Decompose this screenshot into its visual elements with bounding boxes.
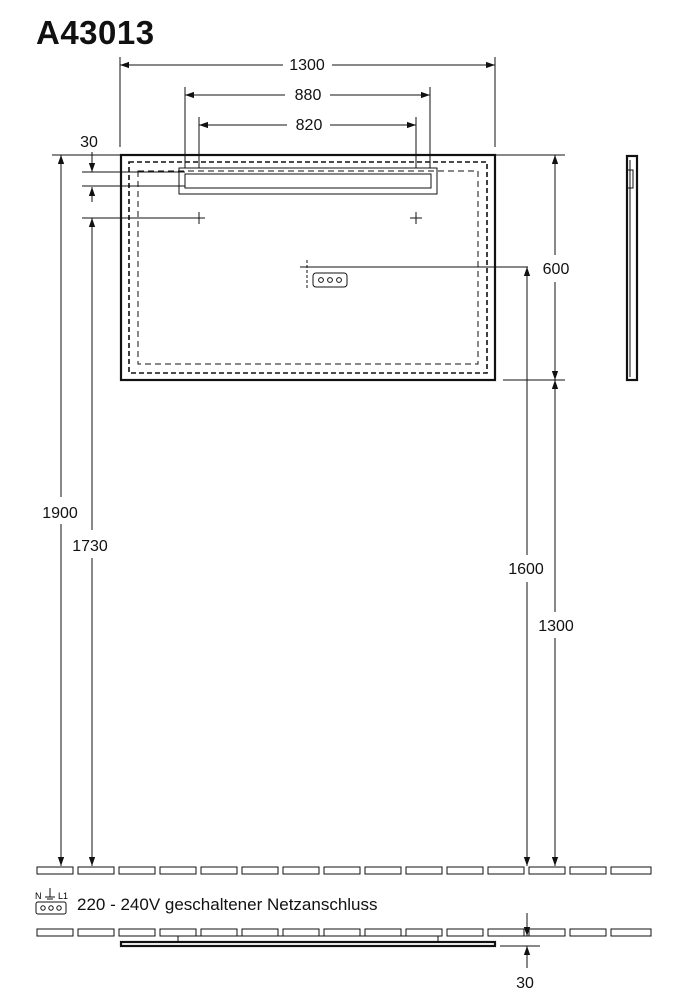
dim-label-rail-width: 880 — [295, 87, 322, 104]
dim-label-mirror-bottom-height: 1300 — [538, 618, 574, 635]
dim-label-top-offset: 30 — [80, 134, 98, 151]
dimension-820: 820 — [198, 117, 417, 168]
symbol-label-n: N — [35, 891, 42, 901]
dimension-1730: 1730 — [72, 217, 193, 866]
fixing-point-right — [410, 212, 422, 224]
floor-line — [36, 866, 652, 875]
product-code-title: A43013 — [36, 14, 155, 51]
wall-line-top-view — [36, 928, 652, 937]
dim-label-fixing-height: 1600 — [508, 561, 544, 578]
dimension-880: 880 — [184, 87, 431, 168]
symbol-label-l1: L1 — [58, 891, 68, 901]
electrical-symbol-icon: N L1 — [35, 888, 68, 915]
mirror-side-view — [625, 154, 639, 382]
dim-label-total-height: 1900 — [42, 505, 78, 522]
dimension-1600: 1600 — [508, 267, 544, 866]
dimension-1900: 1900 — [42, 154, 120, 866]
connection-note: 220 - 240V geschaltener Netzanschluss — [77, 895, 378, 914]
dim-label-depth: 30 — [516, 975, 534, 992]
dim-label-rail-height: 1730 — [72, 538, 108, 555]
mirror-top-view — [119, 935, 497, 948]
dimension-1300-right: 1300 — [538, 380, 574, 866]
mounting-rail — [178, 167, 438, 195]
dim-label-overall-width: 1300 — [289, 57, 325, 74]
fixing-point-left — [193, 212, 205, 224]
dimension-30-bottom: 30 — [500, 913, 540, 992]
power-connection-point — [300, 260, 528, 290]
dimension-1300-top: 1300 — [119, 57, 496, 147]
dim-label-fixing-width: 820 — [296, 117, 323, 134]
dim-label-mirror-height: 600 — [543, 261, 570, 278]
dimension-30-top: 30 — [80, 134, 185, 202]
